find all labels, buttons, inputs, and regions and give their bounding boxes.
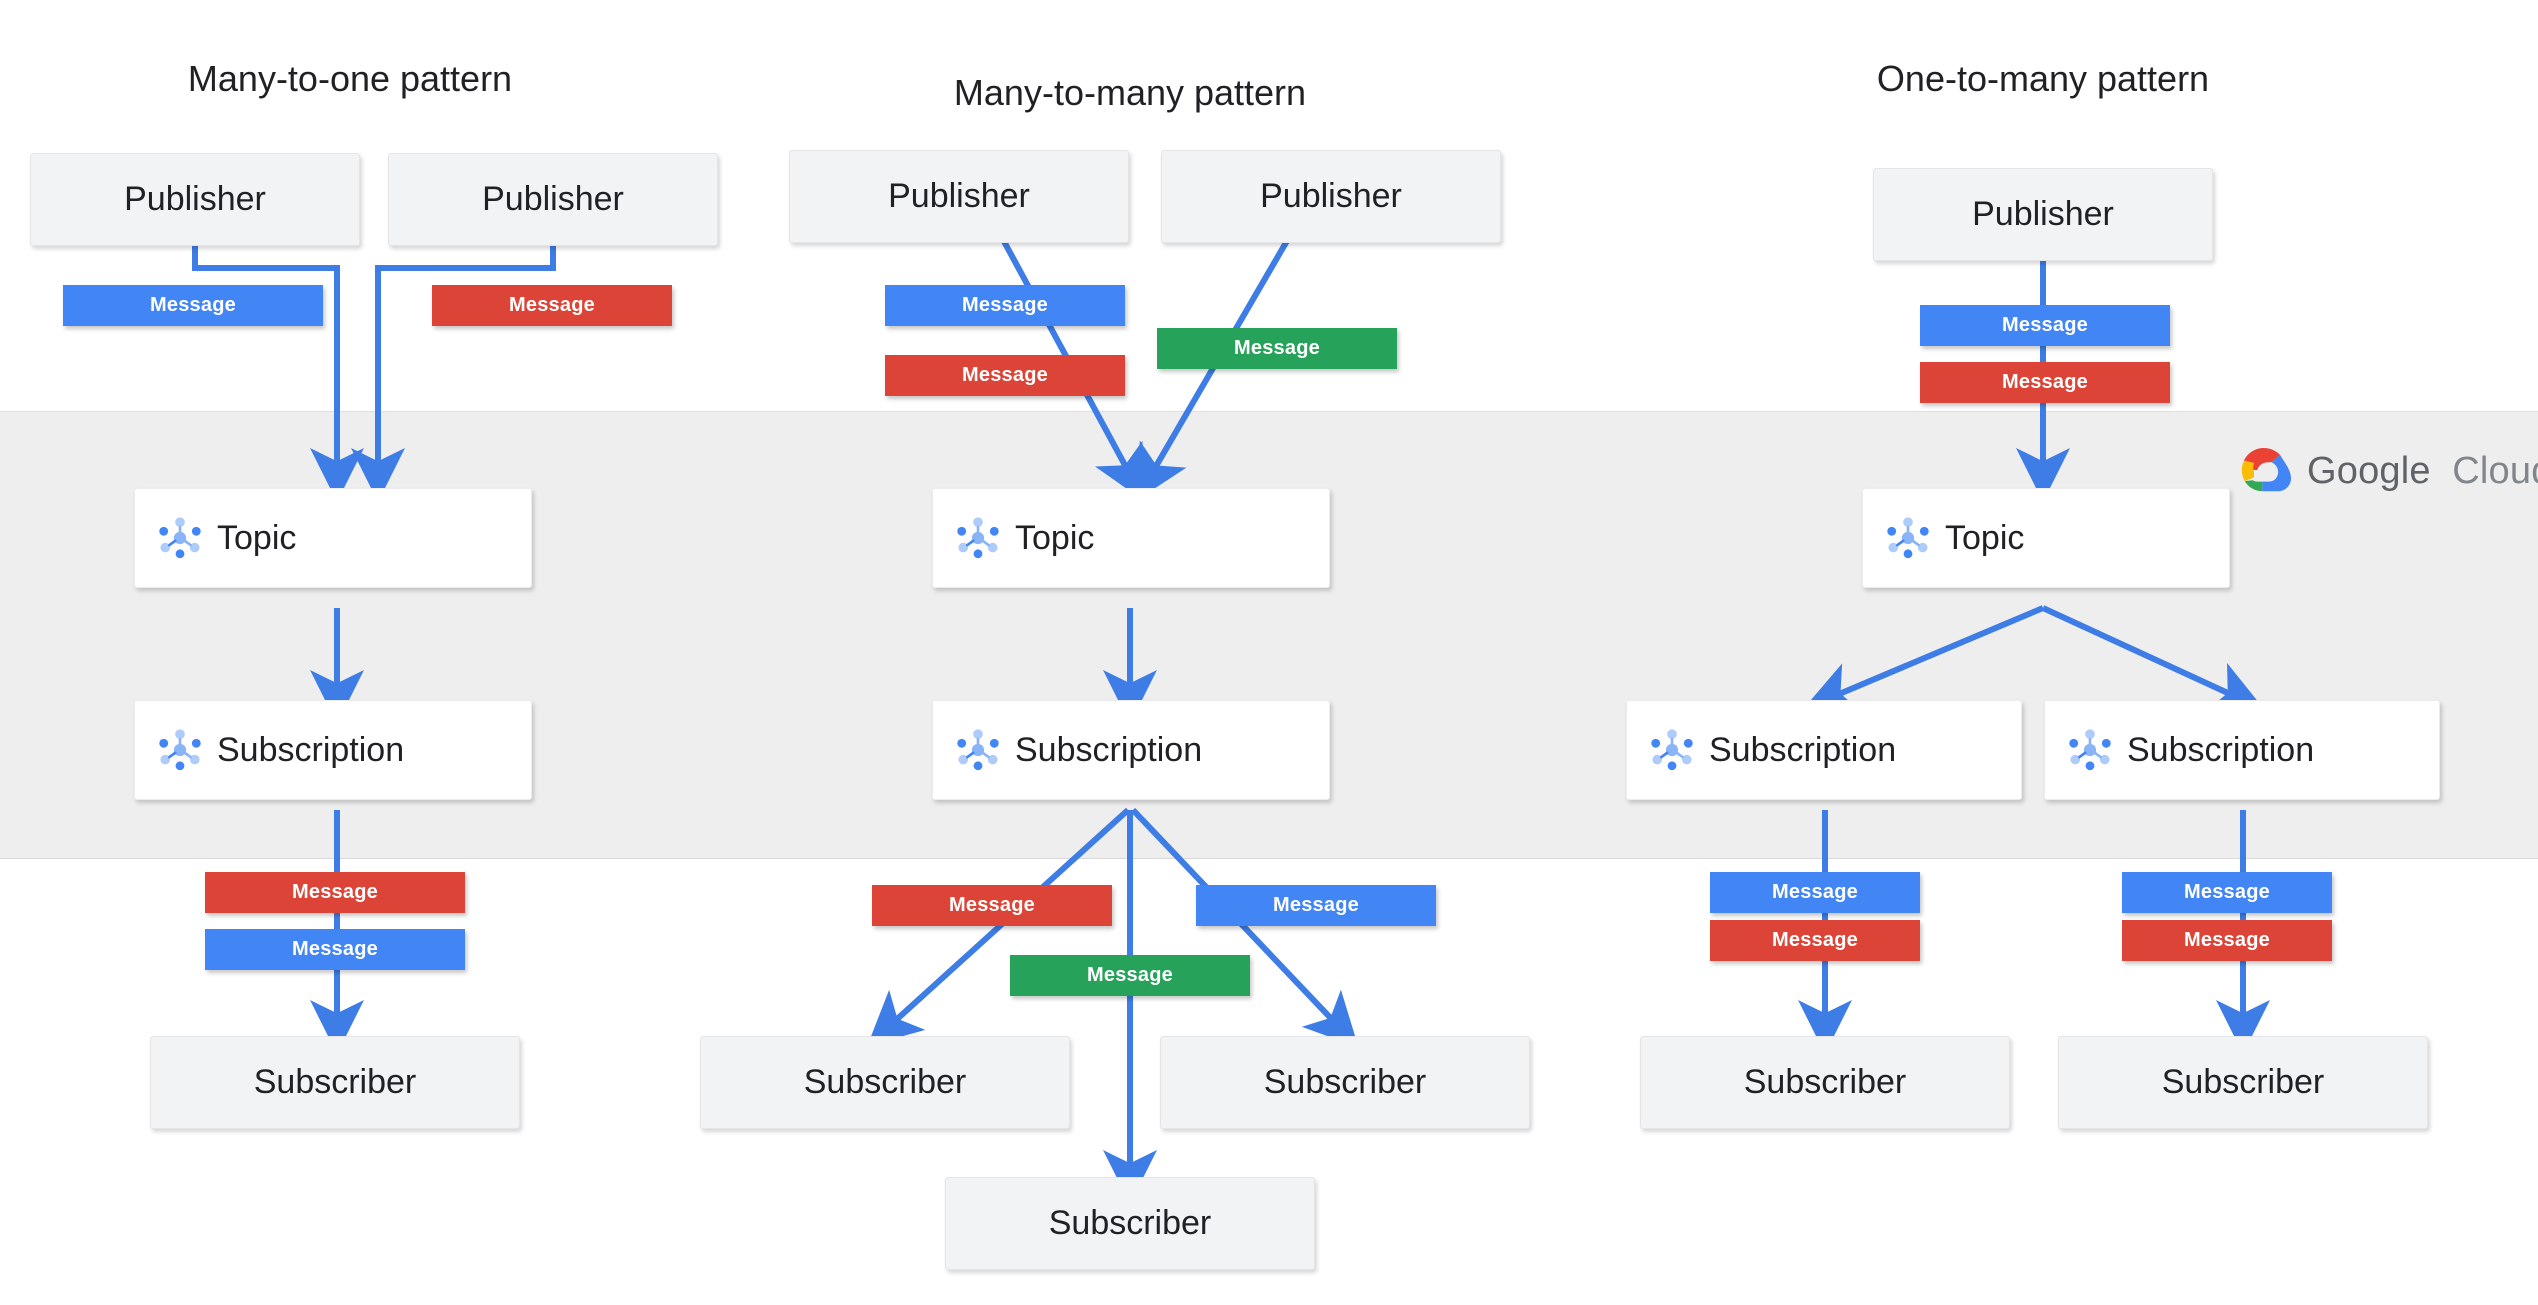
- subscriber-node[interactable]: Subscriber: [1640, 1036, 2010, 1129]
- topic-label: Topic: [1945, 518, 2025, 557]
- column-title-one-to-many: One-to-many pattern: [1876, 58, 2210, 99]
- subscriber-node[interactable]: Subscriber: [700, 1036, 1070, 1129]
- message-label: Message: [1234, 337, 1320, 359]
- publisher-node[interactable]: Publisher: [789, 150, 1129, 243]
- message-label: Message: [2002, 371, 2088, 393]
- message-label: Message: [1772, 929, 1858, 951]
- subscription-label: Subscription: [1015, 730, 1203, 769]
- pubsub-subscription-icon: [159, 729, 201, 771]
- pubsub-topic-icon: [957, 517, 999, 559]
- message-chip: Message: [1157, 328, 1397, 369]
- column-title-many-to-one: Many-to-one pattern: [187, 58, 513, 99]
- message-chip: Message: [1920, 305, 2170, 346]
- publisher-node[interactable]: Publisher: [1873, 168, 2213, 261]
- publisher-label: Publisher: [482, 180, 624, 218]
- publisher-label: Publisher: [1260, 177, 1402, 215]
- column-title-many-to-many: Many-to-many pattern: [953, 72, 1307, 113]
- publisher-label: Publisher: [1972, 195, 2114, 233]
- message-label: Message: [2002, 314, 2088, 336]
- message-label: Message: [962, 294, 1048, 316]
- message-label: Message: [1772, 881, 1858, 903]
- message-chip: Message: [1010, 955, 1250, 996]
- subscriber-node[interactable]: Subscriber: [2058, 1036, 2428, 1129]
- pubsub-topic-icon: [1887, 517, 1929, 559]
- subscriber-label: Subscriber: [1743, 1063, 1907, 1101]
- message-chip: Message: [205, 872, 465, 913]
- message-label: Message: [949, 894, 1035, 916]
- message-label: Message: [150, 294, 236, 316]
- message-label: Message: [2184, 929, 2270, 951]
- subscriber-node[interactable]: Subscriber: [945, 1177, 1315, 1270]
- publisher-node[interactable]: Publisher: [1161, 150, 1501, 243]
- message-label: Message: [509, 294, 595, 316]
- topic-node[interactable]: Topic: [932, 488, 1330, 588]
- google-cloud-wordmark: Google Cloud: [2307, 450, 2538, 493]
- message-label: Message: [1273, 894, 1359, 916]
- google-word: Google: [2307, 449, 2442, 492]
- message-label: Message: [292, 881, 378, 903]
- subscription-node[interactable]: Subscription: [2044, 700, 2440, 800]
- message-chip: Message: [885, 355, 1125, 396]
- message-label: Message: [2184, 881, 2270, 903]
- topic-label: Topic: [1015, 518, 1095, 557]
- message-chip: Message: [1920, 362, 2170, 403]
- topic-node[interactable]: Topic: [134, 488, 532, 588]
- message-chip: Message: [1710, 872, 1920, 913]
- topic-node[interactable]: Topic: [1862, 488, 2230, 588]
- subscription-node[interactable]: Subscription: [134, 700, 532, 800]
- message-chip: Message: [885, 285, 1125, 326]
- subscription-label: Subscription: [1709, 730, 1897, 769]
- message-chip: Message: [2122, 872, 2332, 913]
- publisher-node[interactable]: Publisher: [30, 153, 360, 246]
- publisher-node[interactable]: Publisher: [388, 153, 718, 246]
- topic-label: Topic: [217, 518, 297, 557]
- publisher-label: Publisher: [888, 177, 1030, 215]
- message-chip: Message: [2122, 920, 2332, 961]
- subscription-node[interactable]: Subscription: [932, 700, 1330, 800]
- message-label: Message: [962, 364, 1048, 386]
- subscriber-node[interactable]: Subscriber: [150, 1036, 520, 1129]
- google-cloud-mark-icon: [2241, 448, 2291, 492]
- publisher-label: Publisher: [124, 180, 266, 218]
- message-chip: Message: [872, 885, 1112, 926]
- google-cloud-logo: Google Cloud: [2235, 448, 2538, 494]
- cloud-word: Cloud: [2452, 449, 2538, 492]
- subscriber-label: Subscriber: [1048, 1204, 1212, 1242]
- message-chip: Message: [1710, 920, 1920, 961]
- pubsub-topic-icon: [159, 517, 201, 559]
- pubsub-subscription-icon: [2069, 729, 2111, 771]
- message-chip: Message: [205, 929, 465, 970]
- pubsub-subscription-icon: [957, 729, 999, 771]
- subscriber-label: Subscriber: [803, 1063, 967, 1101]
- pubsub-subscription-icon: [1651, 729, 1693, 771]
- subscription-label: Subscription: [2127, 730, 2315, 769]
- subscriber-label: Subscriber: [253, 1063, 417, 1101]
- subscriber-node[interactable]: Subscriber: [1160, 1036, 1530, 1129]
- subscriber-label: Subscriber: [1263, 1063, 1427, 1101]
- message-chip: Message: [63, 285, 323, 326]
- message-label: Message: [292, 938, 378, 960]
- subscription-node[interactable]: Subscription: [1626, 700, 2022, 800]
- subscription-label: Subscription: [217, 730, 405, 769]
- message-label: Message: [1087, 964, 1173, 986]
- subscriber-label: Subscriber: [2161, 1063, 2325, 1101]
- message-chip: Message: [1196, 885, 1436, 926]
- message-chip: Message: [432, 285, 672, 326]
